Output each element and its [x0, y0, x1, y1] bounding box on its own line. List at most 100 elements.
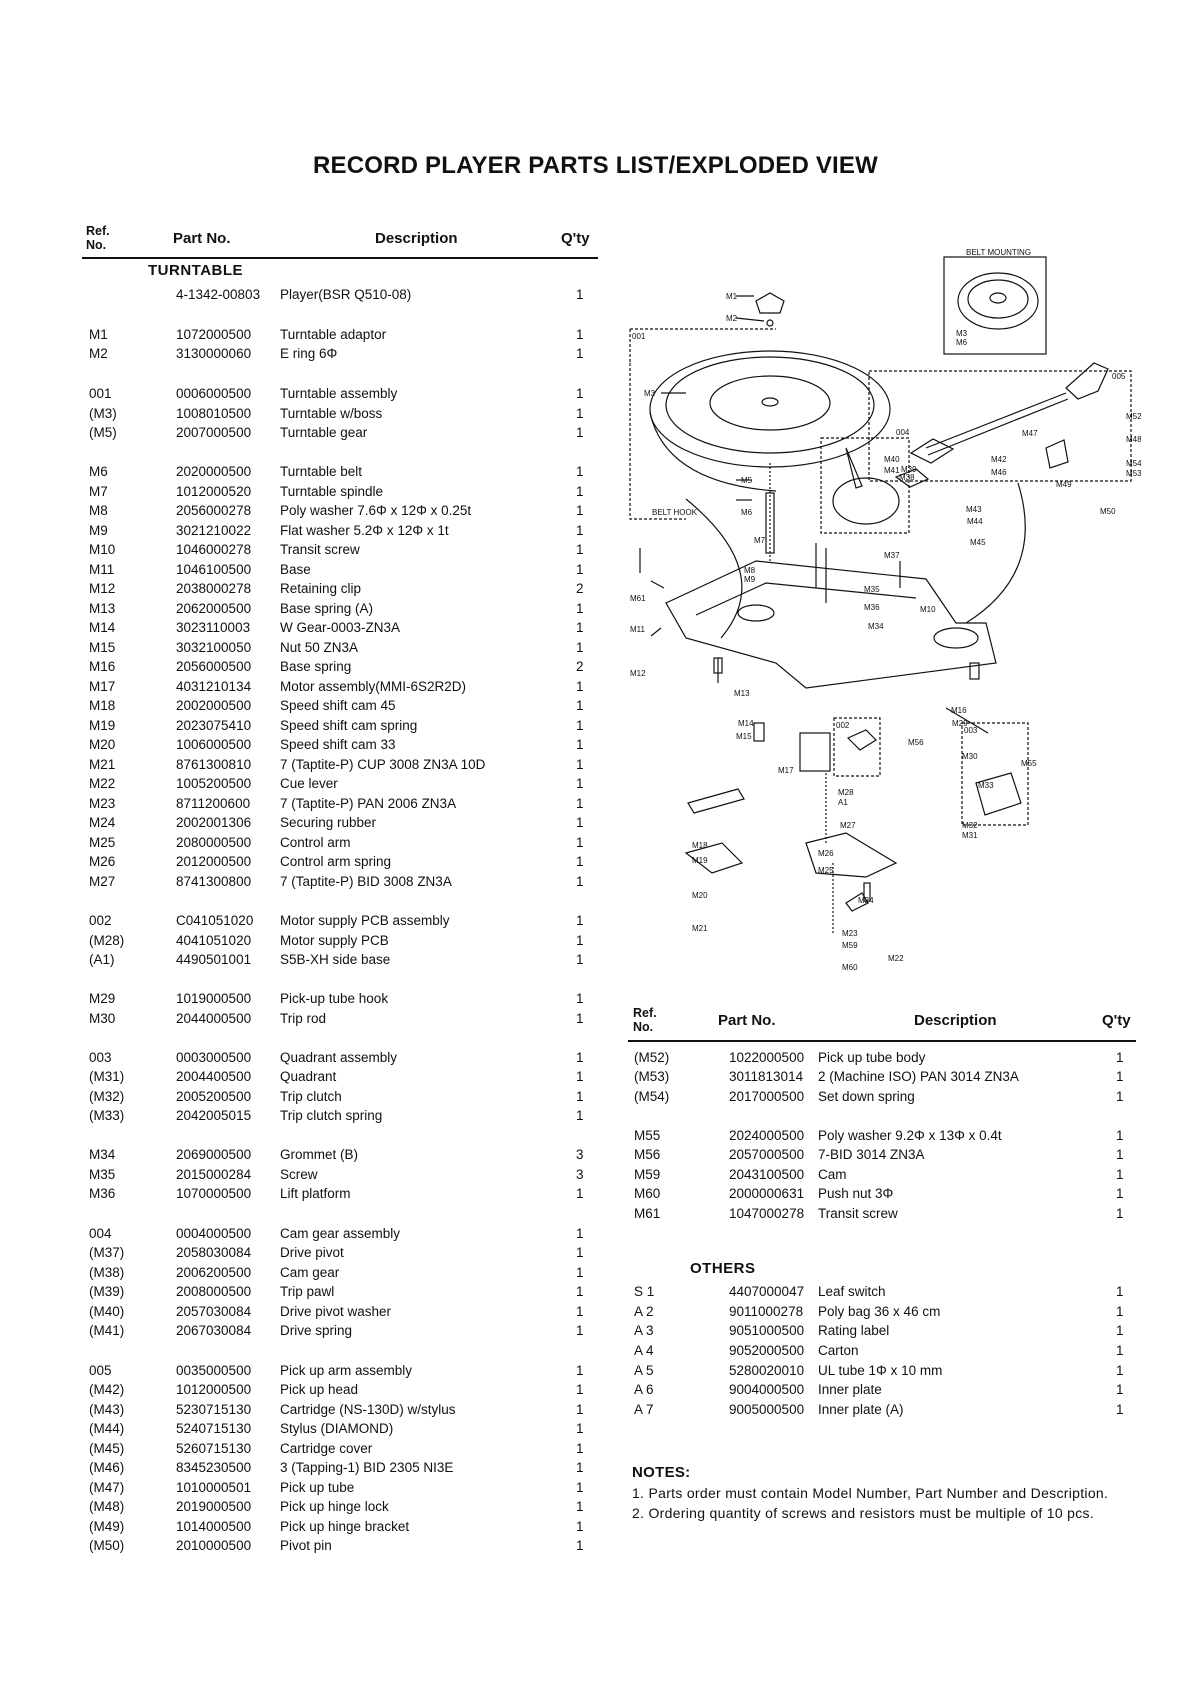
description-cell: Pick up hinge bracket	[280, 1519, 410, 1534]
ref-cell: M56	[634, 1147, 661, 1162]
ref-cell: M26	[89, 854, 116, 869]
qty-cell: 1	[576, 346, 584, 361]
part-no-cell: 2056000278	[176, 503, 252, 518]
description-cell: Speed shift cam 33	[280, 737, 396, 752]
description-cell: Cam	[818, 1167, 847, 1182]
qty-cell: 1	[1116, 1343, 1124, 1358]
box-002	[833, 717, 881, 777]
right-header-rule	[628, 1040, 1136, 1042]
description-cell: Control arm spring	[280, 854, 392, 869]
box-label-002: 002	[836, 721, 850, 730]
ref-cell: 005	[89, 1363, 112, 1378]
ref-cell: (M40)	[89, 1304, 125, 1319]
description-cell: Pick up tube body	[818, 1050, 926, 1065]
qty-cell: 1	[576, 1363, 584, 1378]
callout-M8: M8	[744, 566, 756, 575]
box-label-003: 003	[964, 726, 978, 735]
qty-cell: 1	[1116, 1128, 1124, 1143]
qty-cell: 1	[576, 1069, 584, 1084]
callout-M37: M37	[884, 551, 900, 560]
part-no-cell: 2042005015	[176, 1108, 252, 1123]
part-no-cell: 2008000500	[176, 1284, 252, 1299]
box-003	[961, 722, 1029, 826]
qty-cell: 1	[576, 718, 584, 733]
ref-cell: (M47)	[89, 1480, 125, 1495]
ref-cell: M25	[89, 835, 116, 850]
description-cell: E ring 6Φ	[280, 346, 338, 361]
ref-cell: M16	[89, 659, 116, 674]
description-cell: Trip rod	[280, 1011, 327, 1026]
ref-cell: (M45)	[89, 1441, 125, 1456]
callout-M6: M6	[741, 508, 753, 517]
qty-cell: 1	[576, 1089, 584, 1104]
ref-cell: M10	[89, 542, 116, 557]
part-no-cell: C041051020	[176, 913, 254, 928]
ref-cell: M20	[89, 737, 116, 752]
ref-cell: M24	[89, 815, 116, 830]
qty-cell: 1	[576, 698, 584, 713]
qty-cell: 1	[576, 620, 584, 635]
ref-cell: (M33)	[89, 1108, 125, 1123]
part-no-cell: 1022000500	[729, 1050, 805, 1065]
part-no-cell: 0006000500	[176, 386, 252, 401]
qty-cell: 1	[576, 1323, 584, 1338]
ref-cell: M29	[89, 991, 116, 1006]
description-cell: Player(BSR Q510-08)	[280, 287, 412, 302]
part-no-cell: 1046100500	[176, 562, 252, 577]
callout-M47: M47	[1022, 429, 1038, 438]
pick-up-head	[1065, 362, 1109, 400]
description-cell: Pick up head	[280, 1382, 359, 1397]
qty-cell: 1	[576, 1186, 584, 1201]
description-cell: Speed shift cam 45	[280, 698, 396, 713]
qty-cell: 1	[576, 1519, 584, 1534]
qty-cell: 1	[576, 1402, 584, 1417]
callout-M18: M18	[692, 841, 708, 850]
qty-cell: 3	[576, 1167, 584, 1182]
ref-cell: A 4	[634, 1343, 654, 1358]
part-no-cell: 2005200500	[176, 1089, 252, 1104]
qty-cell: 1	[576, 1108, 584, 1123]
ref-cell: M9	[89, 523, 108, 538]
callout-M31: M31	[962, 831, 978, 840]
callout-M61: M61	[630, 594, 646, 603]
left-header-ref: Ref. No.	[86, 224, 110, 252]
box-001	[629, 363, 686, 520]
ref-cell: 003	[89, 1050, 112, 1065]
part-no-cell: 8761300810	[176, 757, 252, 772]
callout-M5: M5	[741, 476, 753, 485]
qty-cell: 1	[1116, 1089, 1124, 1104]
ref-cell: (M50)	[89, 1538, 125, 1553]
qty-cell: 1	[576, 601, 584, 616]
belt-mounting-label: BELT MOUNTING	[966, 248, 1031, 257]
box-004	[820, 437, 910, 534]
qty-cell: 1	[576, 640, 584, 655]
ref-cell: M22	[89, 776, 116, 791]
ref-cell: M11	[89, 562, 115, 577]
part-no-cell: 2023075410	[176, 718, 252, 733]
ref-cell: (M49)	[89, 1519, 125, 1534]
description-cell: Push nut 3Φ	[818, 1186, 894, 1201]
ref-cell: (M43)	[89, 1402, 125, 1417]
qty-cell: 1	[576, 464, 584, 479]
description-cell: Turntable gear	[280, 425, 368, 440]
part-no-cell: 9011000278	[729, 1304, 804, 1319]
description-cell: Motor supply PCB assembly	[280, 913, 450, 928]
description-cell: Nut 50 ZN3A	[280, 640, 359, 655]
part-no-cell: 2043100500	[729, 1167, 805, 1182]
description-cell: Carton	[818, 1343, 859, 1358]
ref-cell: M21	[89, 757, 116, 772]
qty-cell: 1	[1116, 1382, 1124, 1397]
exploded-view-diagram: BELT MOUNTING BELT HOOK 001 002 003 004 …	[629, 248, 1141, 972]
qty-cell: 1	[1116, 1206, 1124, 1221]
part-no-cell: 4-1342-00803	[176, 287, 261, 302]
left-header-qty: Q'ty	[561, 230, 590, 247]
description-cell: Poly washer 9.2Φ x 13Φ x 0.4t	[818, 1128, 1002, 1143]
part-no-cell: 4041051020	[176, 933, 252, 948]
ref-cell: M15	[89, 640, 116, 655]
cam-gear	[832, 477, 900, 525]
part-no-cell: 9004000500	[729, 1382, 805, 1397]
qty-cell: 1	[576, 1284, 584, 1299]
description-cell: Cue lever	[280, 776, 338, 791]
ref-cell: 002	[89, 913, 112, 928]
ref-cell: M55	[634, 1128, 661, 1143]
